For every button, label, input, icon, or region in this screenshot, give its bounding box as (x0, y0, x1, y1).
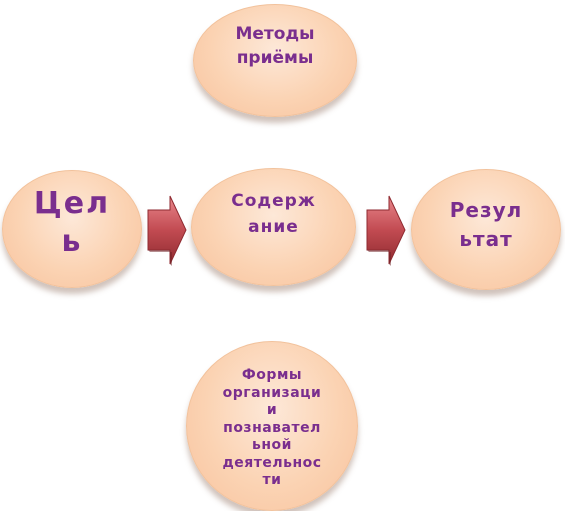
node-forms-line-2: организаци (222, 384, 322, 401)
node-methods-label: Методы приёмы (193, 22, 357, 70)
node-methods-line-2: приёмы (236, 48, 314, 68)
node-methods (193, 4, 357, 117)
node-forms-line-3: и (266, 402, 278, 418)
arrow-content-to-result (366, 195, 406, 266)
node-content-label: Содерж ание (191, 188, 356, 240)
node-forms-line-6: деятельнос (222, 454, 322, 471)
node-forms (186, 341, 358, 511)
arrow-goal-to-content (147, 195, 187, 266)
node-content-line-1: Содерж (231, 191, 316, 211)
node-goal (2, 170, 142, 288)
node-goal-line-2: ь (61, 224, 83, 259)
node-result (411, 169, 561, 290)
node-forms-line-7: ти (262, 472, 282, 488)
node-forms-line-5: ьной (252, 437, 292, 453)
node-forms-line-1: Формы (241, 367, 303, 383)
node-goal-label: Цел ь (2, 185, 142, 261)
node-forms-label: Формы организаци и познавател ьной деяте… (186, 367, 358, 490)
node-content (191, 168, 356, 286)
node-result-line-1: Резул (449, 198, 523, 222)
node-methods-line-1: Методы (235, 24, 315, 44)
node-result-line-2: ьтат (459, 227, 513, 251)
node-result-label: Резул ьтат (411, 196, 561, 254)
node-goal-line-1: Цел (33, 186, 111, 221)
node-forms-line-4: познавател (223, 419, 321, 436)
node-content-line-2: ание (248, 217, 299, 237)
